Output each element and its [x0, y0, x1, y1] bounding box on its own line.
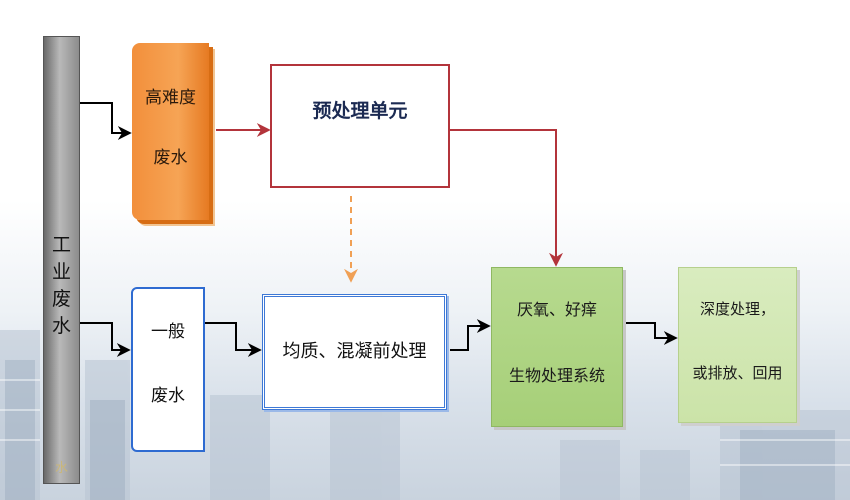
homogenization-pretreatment-node: 均质、混凝前处理	[262, 294, 447, 410]
high-difficulty-line2: 废水	[153, 148, 188, 168]
industrial-wastewater-node: 工业废水 水	[43, 36, 80, 484]
edge-pretreatment-to-bio	[450, 129, 563, 267]
bio-treatment-line1: 厌氧、好痒	[516, 300, 597, 319]
pretreatment-unit-label: 预处理单元	[312, 100, 408, 122]
industrial-wastewater-char: 水	[51, 315, 71, 337]
edge-general-to-homogenization	[205, 322, 262, 357]
edge-industrial-to-high-difficulty	[80, 102, 132, 140]
city-skyline-background	[0, 330, 850, 500]
industrial-wastewater-label: 工业废水	[44, 232, 79, 340]
bio-treatment-node: 厌氧、好痒 生物处理系统	[491, 267, 623, 427]
industrial-wastewater-faint-char: 水	[54, 461, 68, 476]
high-difficulty-line1: 高难度	[145, 88, 196, 108]
industrial-wastewater-char: 废	[51, 288, 71, 310]
industrial-wastewater-char: 工	[51, 234, 71, 256]
advanced-treatment-line2: 或排放、回用	[692, 364, 783, 382]
advanced-treatment-line1: 深度处理，	[699, 300, 775, 318]
general-wastewater-line1: 一般	[151, 322, 185, 342]
general-wastewater-node: 一般 废水	[131, 287, 205, 452]
general-wastewater-line2: 废水	[151, 386, 185, 406]
homogenization-label: 均质、混凝前处理	[282, 341, 427, 362]
advanced-treatment-node: 深度处理， 或排放、回用	[678, 267, 797, 423]
edge-industrial-to-general	[80, 322, 131, 357]
high-difficulty-wastewater-node: 高难度 废水	[132, 43, 209, 220]
edge-homogenization-to-bio	[450, 319, 491, 351]
pretreatment-unit-node: 预处理单元	[270, 64, 450, 188]
bio-treatment-line2: 生物处理系统	[508, 366, 605, 385]
industrial-wastewater-char: 业	[51, 261, 71, 283]
edge-bio-to-advanced	[623, 322, 678, 345]
